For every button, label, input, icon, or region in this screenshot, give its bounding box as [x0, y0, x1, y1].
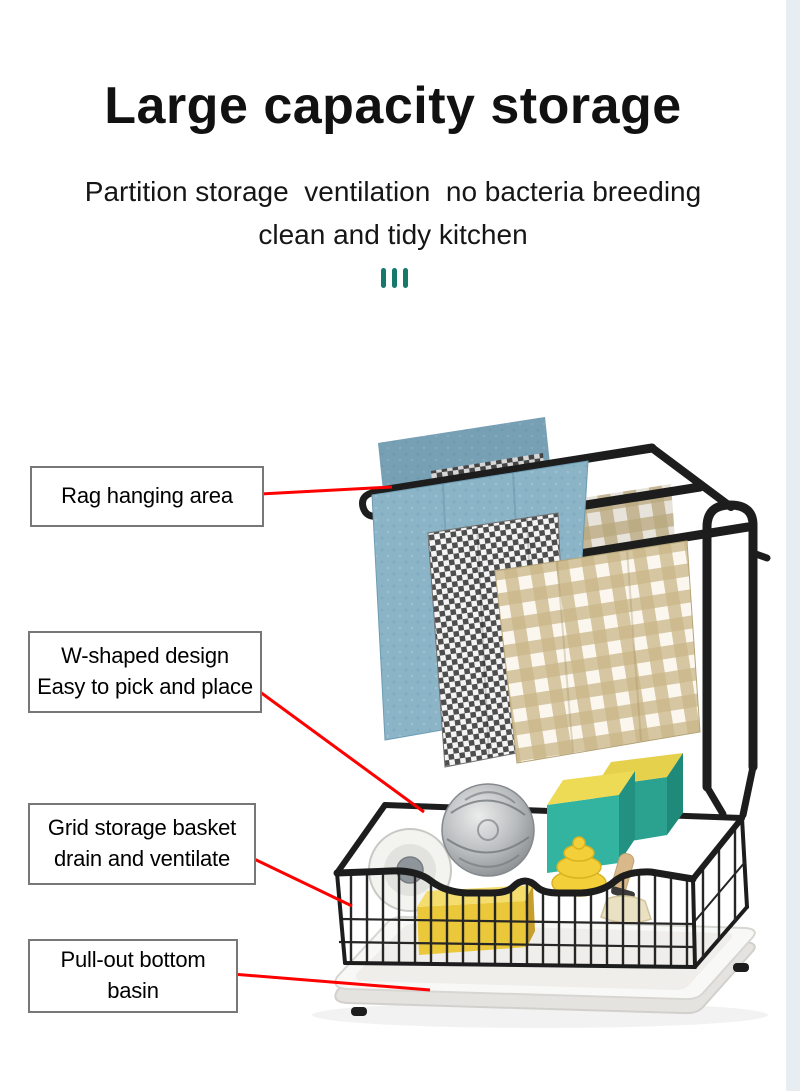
callout-text: Easy to pick and place: [37, 674, 253, 699]
callout-grid-storage-basket: Grid storage basket drain and ventilate: [28, 803, 256, 885]
diagonal-rail: [648, 444, 735, 511]
subtitle-line-2: clean and tidy kitchen: [258, 219, 528, 250]
steel-scrubber: [441, 783, 535, 877]
callout-text: W-shaped design: [61, 643, 229, 669]
page-edge-strip: [786, 0, 800, 1091]
callout-text: Pull-out bottom: [60, 947, 206, 973]
divider-bar: [392, 268, 397, 288]
towel-plaid-tan: [494, 540, 701, 764]
subtitle-line-1: Partition storage ventilation no bacteri…: [84, 176, 702, 207]
callout-pull-out-basin: Pull-out bottom basin: [28, 939, 238, 1013]
towels: [371, 460, 701, 768]
basin-foot: [351, 1007, 367, 1016]
callout-rag-hanging-area: Rag hanging area: [30, 466, 264, 527]
callout-w-shaped-design: W-shaped design Easy to pick and place: [28, 631, 262, 713]
page-title: Large capacity storage: [104, 77, 682, 135]
divider-bar: [381, 268, 386, 288]
hanging-rod: [370, 443, 657, 497]
divider-bar: [403, 268, 408, 288]
callout-text: drain and ventilate: [54, 846, 230, 871]
w-shaped-rim: [333, 867, 697, 897]
product-illustration: [312, 417, 771, 1028]
divider-bars-icon: [381, 268, 408, 288]
callout-text: Rag hanging area: [61, 483, 233, 509]
wire-basket-front: [333, 815, 747, 969]
basin-foot: [733, 963, 749, 972]
stand-frame: [648, 444, 771, 819]
callout-text: basin: [107, 978, 159, 1003]
callout-text: Grid storage basket: [47, 815, 237, 841]
